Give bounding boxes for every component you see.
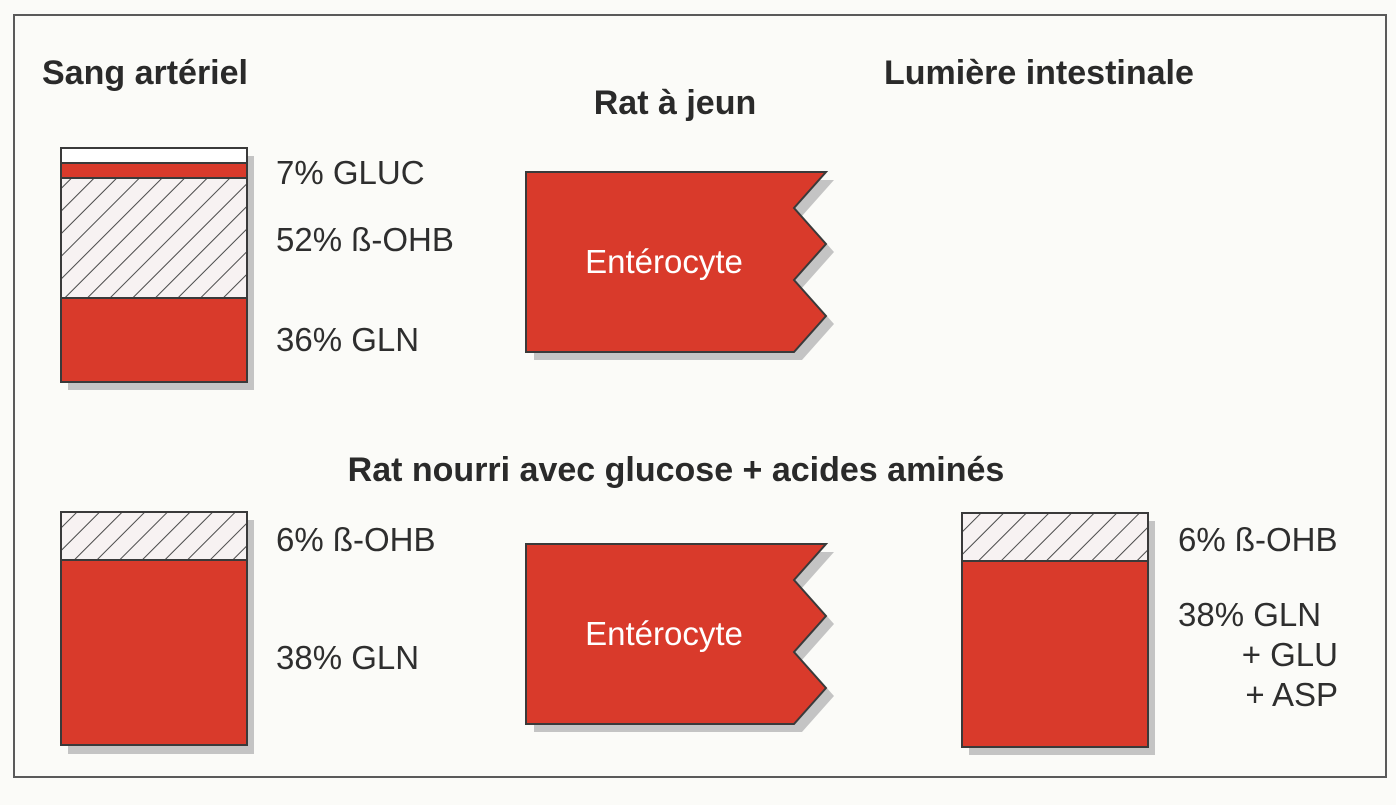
fed-lumen-label-glu: + GLU	[1242, 636, 1338, 673]
heading-fasted-rat: Rat à jeun	[594, 84, 756, 122]
fasted-enterocyte-cell	[525, 171, 829, 353]
fed-lumen-segment-gln	[961, 560, 1149, 748]
fed-lumen-label-asp: + ASP	[1245, 676, 1338, 713]
fed-lumen-label-gln: 38% GLN	[1178, 596, 1321, 633]
fasted-blood-segment-gln	[60, 297, 248, 383]
fasted-label-gluc: 7% GLUC	[276, 154, 425, 191]
fasted-enterocyte-label: Entérocyte	[585, 243, 743, 280]
heading-fed-rat: Rat nourri avec glucose + acides aminés	[348, 451, 1005, 489]
fed-lumen-column	[961, 512, 1149, 748]
heading-arterial-blood: Sang artériel	[42, 54, 248, 92]
fed-lumen-segment-ohb	[961, 512, 1149, 562]
fasted-label-ohb: 52% ß-OHB	[276, 221, 454, 258]
fasted-label-gln: 36% GLN	[276, 321, 419, 358]
heading-intestinal-lumen: Lumière intestinale	[884, 54, 1194, 92]
fed-blood-segment-gln	[60, 559, 248, 746]
fed-lumen-label-ohb: 6% ß-OHB	[1178, 521, 1338, 558]
fed-enterocyte-cell	[525, 543, 829, 725]
fed-blood-label-gln: 38% GLN	[276, 639, 419, 676]
fed-blood-label-ohb: 6% ß-OHB	[276, 521, 436, 558]
fed-blood-column	[60, 511, 248, 746]
fed-blood-segment-ohb	[60, 511, 248, 561]
fed-enterocyte-label: Entérocyte	[585, 615, 743, 652]
fasted-blood-remainder	[60, 147, 248, 164]
fasted-blood-column	[60, 147, 248, 383]
fasted-blood-segment-ohb	[60, 177, 248, 299]
fasted-blood-segment-gluc	[60, 162, 248, 179]
